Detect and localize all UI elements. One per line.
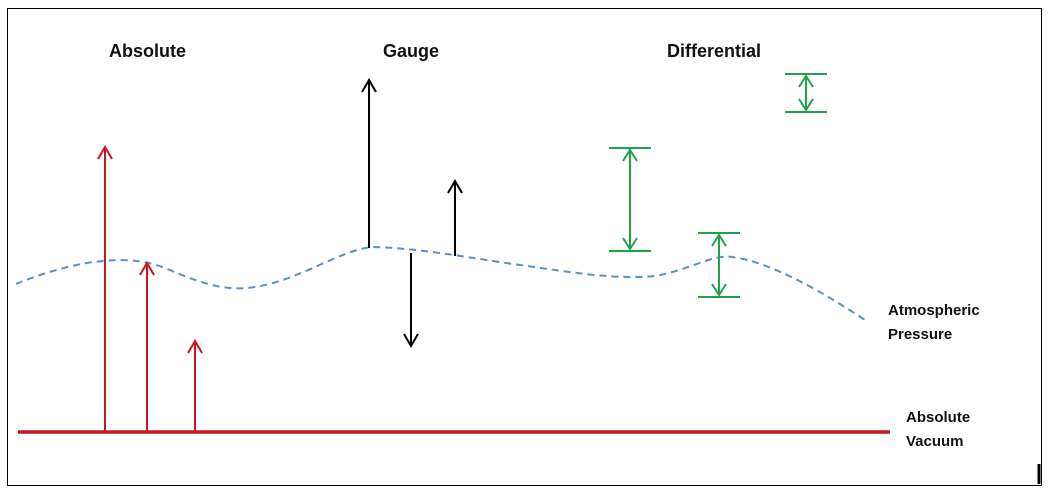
absolute-header: Absolute bbox=[109, 41, 187, 61]
differential-arrows bbox=[609, 73, 827, 298]
gauge-arrow-negative bbox=[403, 253, 419, 348]
absolute-arrow-tall bbox=[97, 145, 113, 432]
absolute-arrows bbox=[97, 145, 203, 432]
gauge-arrow-positive-short bbox=[447, 179, 463, 256]
differential-arrow-top bbox=[785, 73, 827, 113]
absolute-arrow-short bbox=[187, 339, 203, 432]
gauge-arrows bbox=[361, 78, 463, 348]
atmospheric-pressure-label: Atmospheric Pressure bbox=[888, 299, 980, 347]
atmospheric-label-line2: Pressure bbox=[888, 326, 953, 343]
frame-border bbox=[7, 8, 1042, 486]
differential-arrow-middle bbox=[609, 147, 651, 252]
gauge-header: Gauge bbox=[383, 41, 440, 61]
vacuum-label-line1: Absolute bbox=[906, 409, 971, 426]
atmospheric-pressure-line bbox=[15, 245, 869, 323]
gauge-arrow-positive-tall bbox=[361, 78, 377, 248]
differential-header: Differential bbox=[667, 41, 762, 61]
atmospheric-label-line1: Atmospheric bbox=[888, 302, 980, 319]
vacuum-label-line2: Vacuum bbox=[906, 433, 964, 450]
absolute-vacuum-label: Absolute Vacuum bbox=[906, 406, 970, 454]
absolute-arrow-to-atmosphere bbox=[139, 261, 155, 432]
differential-arrow-bottom bbox=[698, 232, 740, 298]
